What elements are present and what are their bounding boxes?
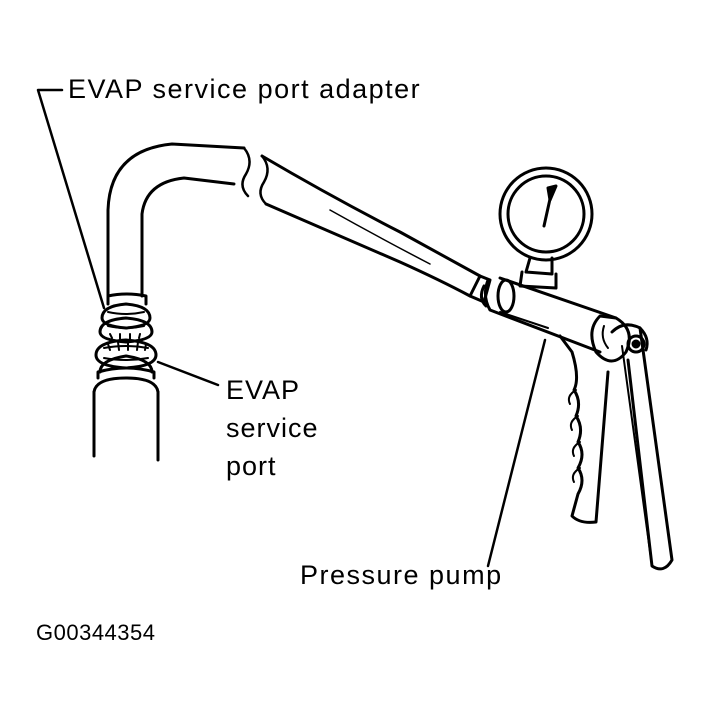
pressure-pump — [479, 276, 674, 571]
label-evap-service-port-adapter: EVAP service port adapter — [68, 74, 422, 104]
label-port-line-1: EVAP — [226, 375, 301, 405]
label-port-line-2: service — [226, 413, 319, 443]
leader-line-pump — [486, 338, 547, 568]
figure-code: G00344354 — [36, 620, 156, 645]
leader-lines — [36, 88, 547, 568]
evap-service-port — [92, 338, 160, 462]
leader-line-adapter — [36, 88, 106, 310]
label-evap-service-port: EVAP service port — [226, 371, 319, 485]
evap-service-port-adapter — [98, 292, 154, 344]
label-port-line-3: port — [226, 451, 277, 481]
hose — [106, 142, 492, 304]
pressure-gauge — [498, 166, 594, 290]
leader-line-port — [156, 360, 220, 387]
label-pressure-pump: Pressure pump — [300, 560, 503, 590]
